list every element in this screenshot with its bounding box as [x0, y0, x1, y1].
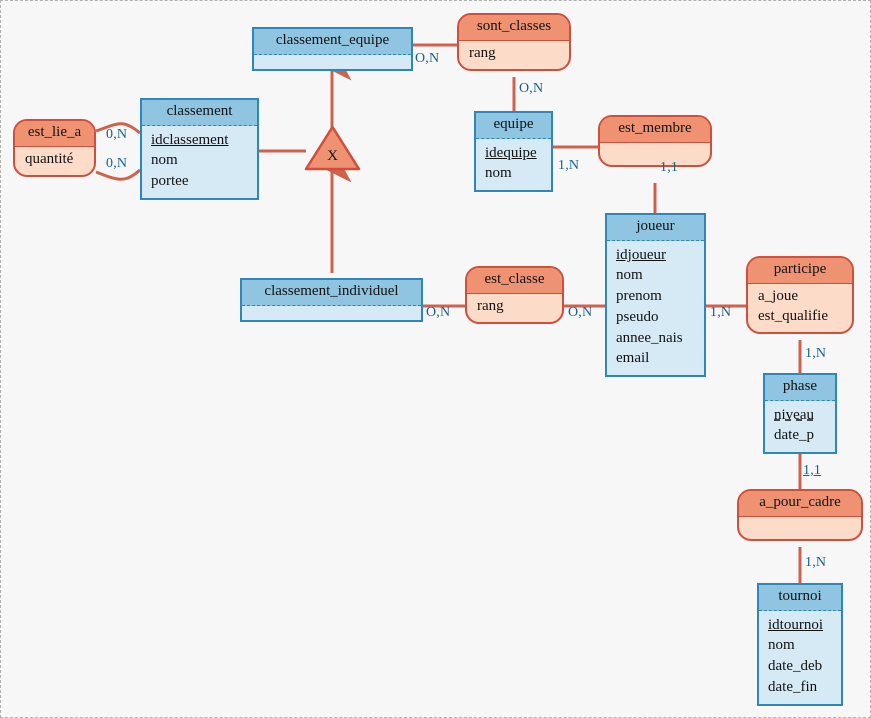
cardinality-est-lie-a-top: 0,N — [106, 127, 128, 142]
relationship-est-membre[interactable]: est_membre — [598, 115, 712, 167]
entity-title: classement_equipe — [254, 29, 411, 55]
attribute-annee-nais: annee_nais — [616, 329, 683, 346]
relationship-a-pour-cadre[interactable]: a_pour_cadre — [737, 489, 863, 541]
attribute-quantite: quantité — [25, 150, 74, 167]
entity-title: joueur — [607, 215, 704, 241]
relationship-attributes: a_joue est_qualifie — [748, 284, 852, 332]
relationship-attributes: rang — [467, 294, 562, 322]
entity-attributes: idtournoi nom date_deb date_fin — [759, 611, 841, 704]
relationship-attributes: rang — [459, 41, 569, 69]
attribute-niveau: niveau — [774, 406, 814, 423]
entity-attributes: idjoueur nom prenom pseudo annee_nais em… — [607, 241, 704, 375]
entity-title: classement — [142, 100, 257, 126]
attribute-nom: nom — [151, 152, 178, 169]
cardinality-equipe-est-membre: 1,N — [558, 158, 580, 173]
attribute-email: email — [616, 350, 650, 367]
cardinality-participe-phase: 1,N — [805, 346, 827, 361]
cardinality-a-pour-cadre-tournoi: 1,N — [805, 555, 827, 570]
relationship-title: est_lie_a — [15, 121, 94, 147]
entity-equipe[interactable]: equipe idequipe nom — [474, 111, 553, 193]
attribute-nom: nom — [485, 165, 512, 182]
entity-tournoi[interactable]: tournoi idtournoi nom date_deb date_fin — [757, 583, 843, 706]
attribute-rang: rang — [477, 297, 504, 314]
entity-title: tournoi — [759, 585, 841, 611]
relationship-sont-classes[interactable]: sont_classes rang — [457, 13, 571, 71]
attribute-portee: portee — [151, 173, 189, 190]
specialization-label: X — [327, 148, 338, 164]
entity-title: phase — [765, 375, 835, 401]
relationship-attributes: quantité — [15, 147, 94, 175]
relationship-participe[interactable]: participe a_joue est_qualifie — [746, 256, 854, 334]
attribute-rang: rang — [469, 44, 496, 61]
cardinality-phase-a-pour-cadre: 1,1 — [803, 463, 822, 478]
relationship-est-lie-a[interactable]: est_lie_a quantité — [13, 119, 96, 177]
relationship-attributes — [739, 517, 861, 539]
entity-title: equipe — [476, 113, 551, 139]
entity-classement-individuel[interactable]: classement_individuel — [240, 278, 423, 322]
entity-attributes: idclassement nom portee — [142, 126, 257, 198]
cardinality-classement-equipe-sont-classes: O,N — [415, 51, 440, 66]
entity-classement-equipe[interactable]: classement_equipe — [252, 27, 413, 71]
attribute-a-joue: a_joue — [758, 287, 798, 304]
attribute-date-p: date_p — [774, 427, 814, 444]
entity-classement[interactable]: classement idclassement nom portee — [140, 98, 259, 200]
entity-attributes — [242, 306, 421, 320]
cardinality-est-lie-a-bottom: 0,N — [106, 156, 128, 171]
attribute-prenom: prenom — [616, 288, 662, 305]
cardinality-sont-classes-equipe: O,N — [519, 81, 544, 96]
cardinality-classement-individuel-est-classe: O,N — [426, 305, 451, 320]
entity-title: classement_individuel — [242, 280, 421, 306]
cardinality-joueur-participe: 1,N — [710, 305, 732, 320]
attribute-nom: nom — [768, 637, 795, 654]
attribute-idequipe: idequipe — [485, 144, 537, 161]
cardinality-est-classe-joueur: O,N — [568, 305, 593, 320]
entity-attributes — [254, 55, 411, 69]
relationship-title: a_pour_cadre — [739, 491, 861, 517]
attribute-pseudo: pseudo — [616, 308, 659, 325]
relationship-attributes — [600, 143, 710, 165]
relationship-title: est_classe — [467, 268, 562, 294]
relationship-title: participe — [748, 258, 852, 284]
attribute-nom: nom — [616, 267, 643, 284]
attribute-idjoueur: idjoueur — [616, 246, 666, 263]
entity-phase[interactable]: phase niveau date_p — [763, 373, 837, 455]
entity-joueur[interactable]: joueur idjoueur nom prenom pseudo annee_… — [605, 213, 706, 377]
attribute-idclassement: idclassement — [151, 131, 229, 148]
relationship-title: est_membre — [600, 117, 710, 143]
entity-attributes: idequipe nom — [476, 139, 551, 190]
relationship-est-classe[interactable]: est_classe rang — [465, 266, 564, 324]
relationship-title: sont_classes — [459, 15, 569, 41]
attribute-est-qualifie: est_qualifie — [758, 307, 828, 324]
attribute-idtournoi: idtournoi — [768, 616, 823, 633]
attribute-date-deb: date_deb — [768, 658, 823, 675]
specialization-triangle[interactable]: X — [304, 125, 361, 171]
entity-attributes: niveau date_p — [765, 401, 835, 452]
cardinality-est-membre-joueur: 1,1 — [660, 160, 679, 175]
attribute-date-fin: date_fin — [768, 678, 818, 695]
